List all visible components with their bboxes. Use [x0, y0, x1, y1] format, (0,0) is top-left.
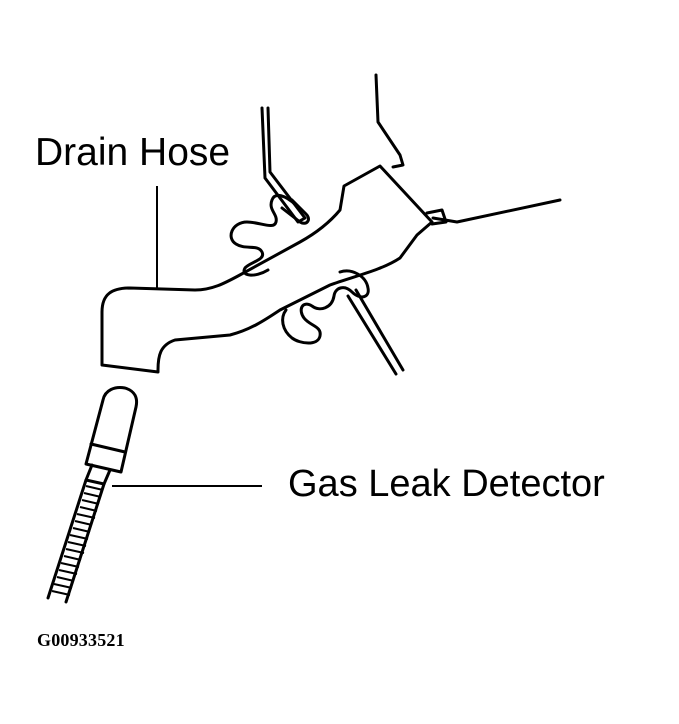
housing-outline-right [431, 198, 562, 224]
detector-collar [89, 442, 127, 454]
housing-outline [374, 73, 405, 169]
figure-id: G00933521 [37, 630, 125, 650]
upper-clip-loop [229, 193, 298, 277]
drain-hose [100, 164, 434, 374]
upper-clip-tab [280, 198, 310, 225]
lower-clip-rod [346, 288, 405, 376]
upper-clip [260, 106, 307, 224]
drain-hose-label: Drain Hose [35, 131, 231, 174]
gas-leak-detector-label: Gas Leak Detector [288, 463, 605, 505]
detector-cable-coil [51, 485, 104, 596]
detector-tip [84, 386, 139, 474]
detector-neck [84, 463, 112, 486]
lower-clip [281, 269, 370, 345]
drain-hose-rim [425, 208, 448, 226]
